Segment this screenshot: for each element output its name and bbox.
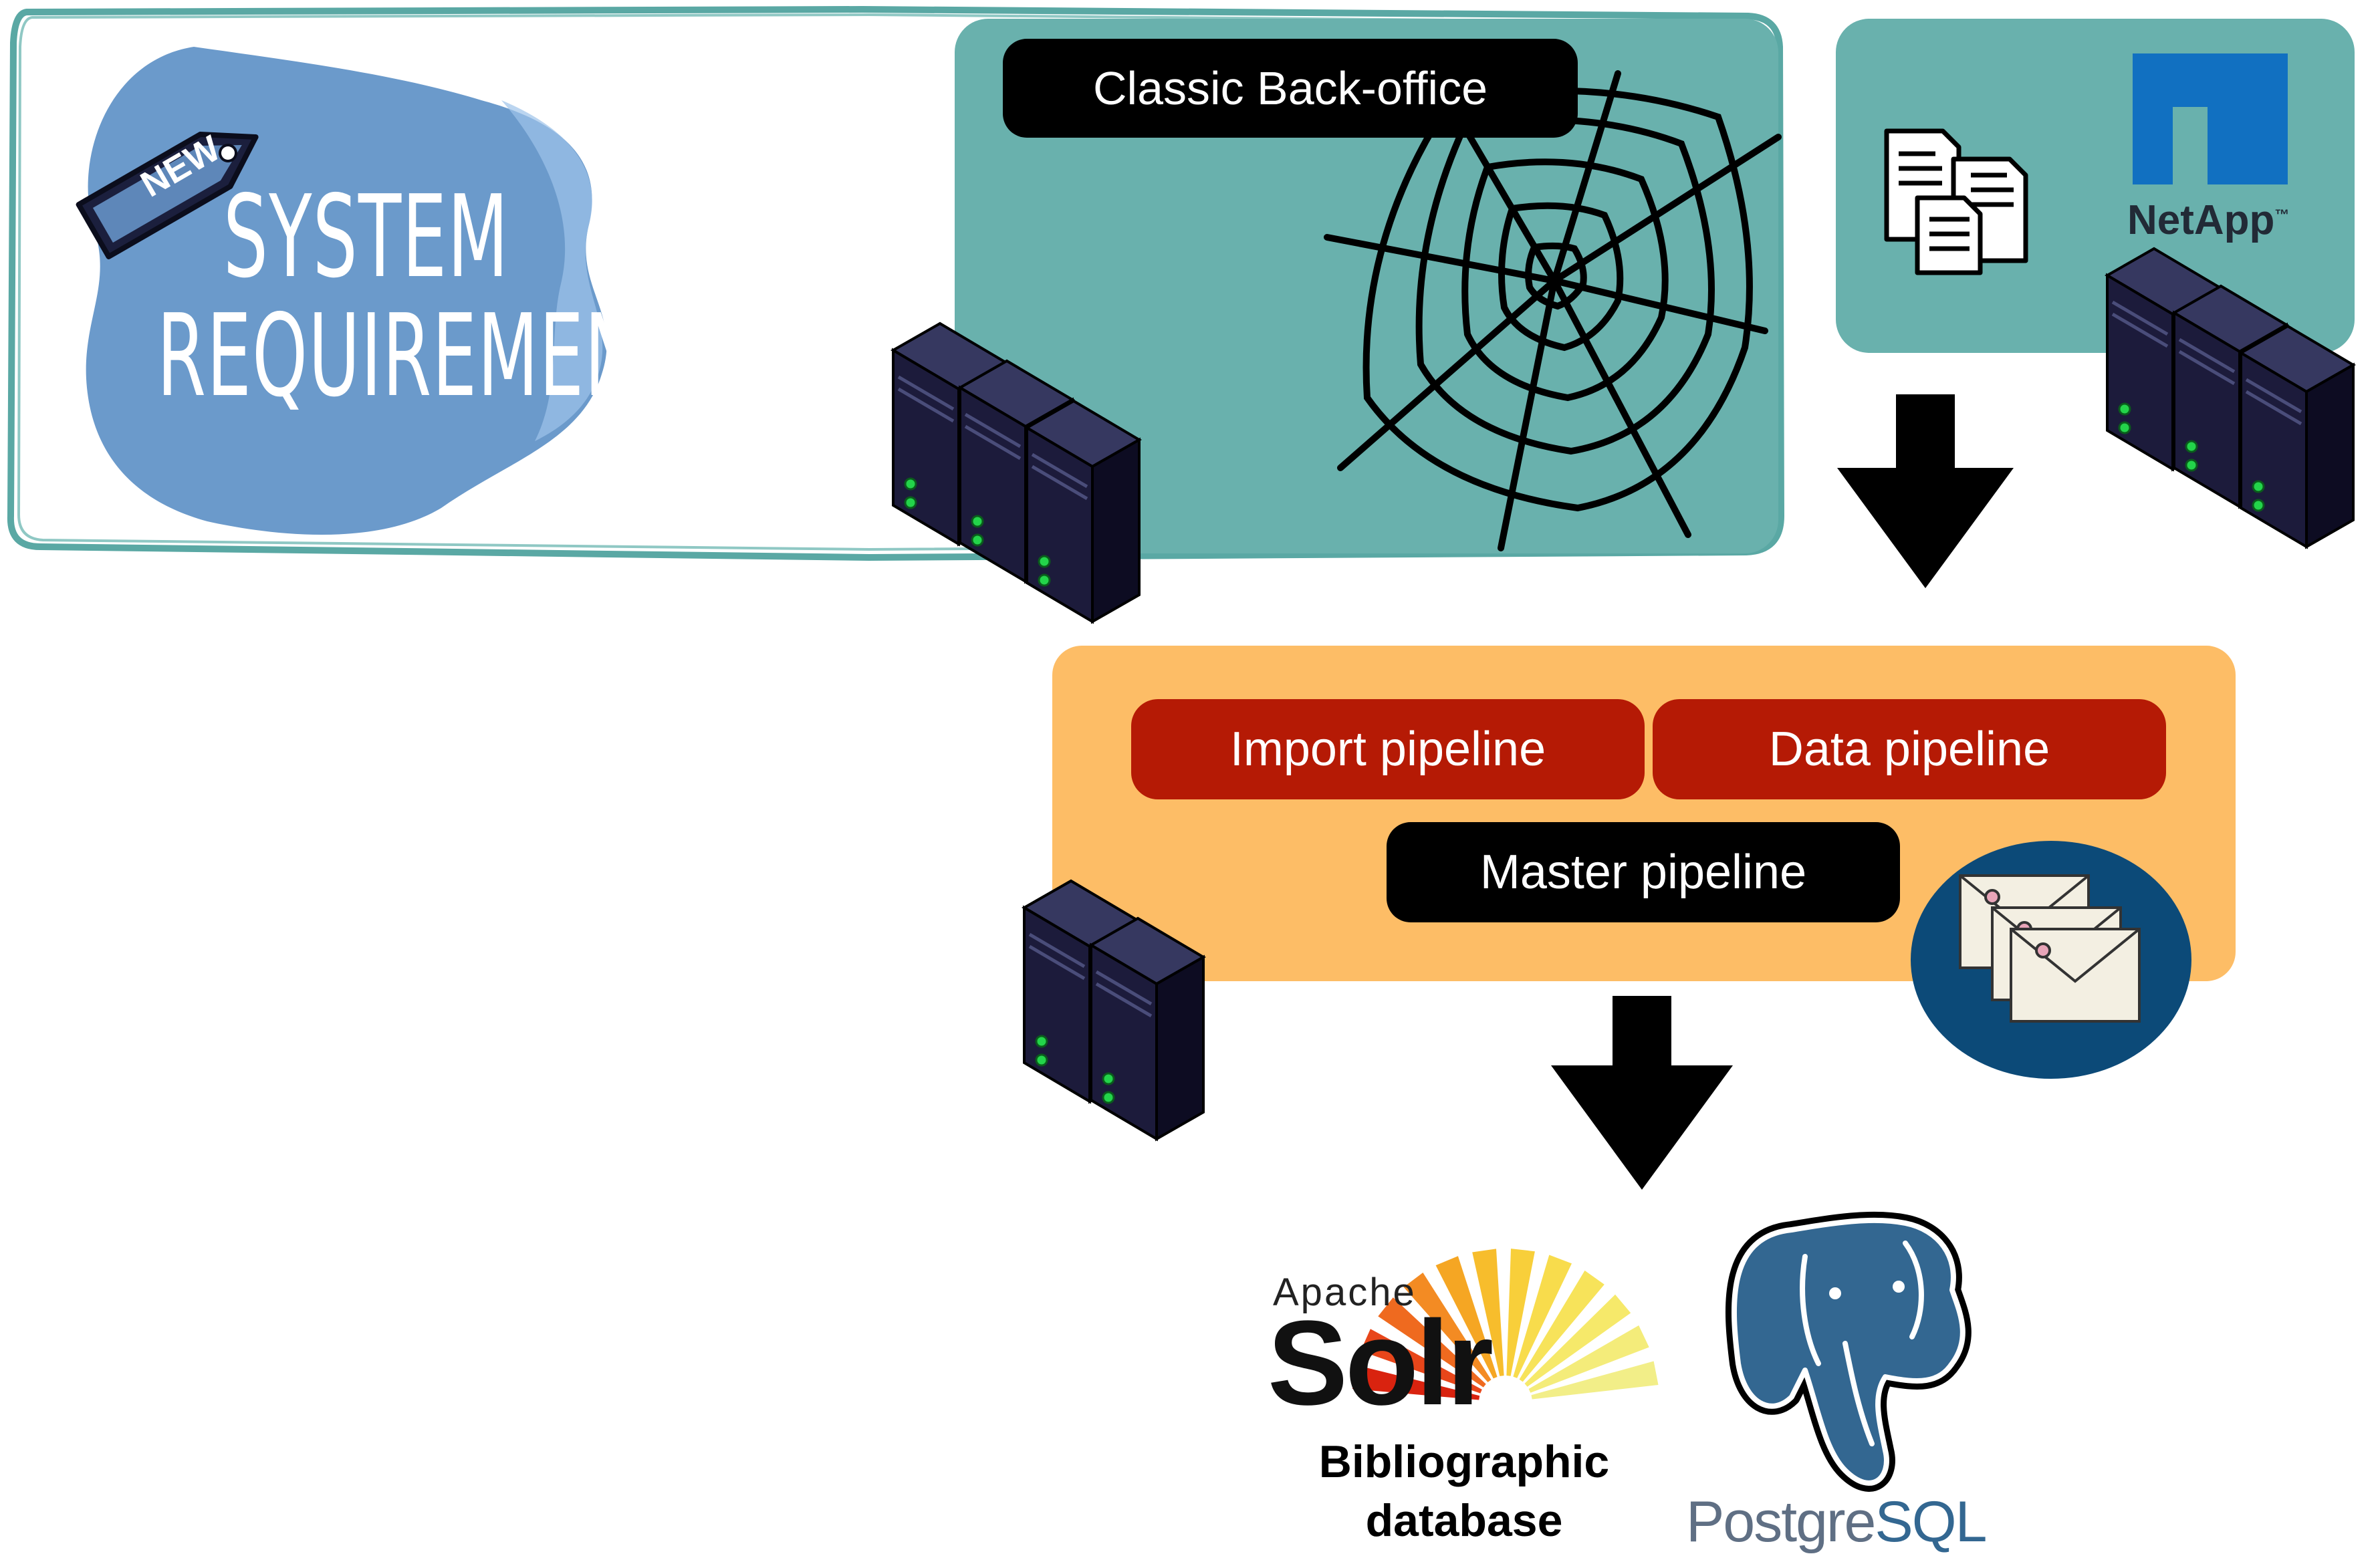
postgresql-elephant-icon (1726, 1211, 1972, 1492)
solr-ray (1352, 1365, 1480, 1400)
solr-ray (1528, 1325, 1649, 1393)
netapp-logo-icon (2133, 53, 2288, 184)
new-tag-icon (76, 132, 259, 259)
documents-icon (1884, 128, 2028, 275)
solr-caption-line1: Bibliographic (1318, 1436, 1610, 1487)
solr-ray (1435, 1256, 1498, 1379)
system-requirements-line2: REQUIREMENTS (156, 290, 728, 422)
postgresql-suffix: SQL (1875, 1490, 1987, 1554)
solr-ray (1378, 1297, 1486, 1388)
master-pipeline-label: Master pipeline (1387, 822, 1900, 922)
data-pipeline-label: Data pipeline (1653, 699, 2166, 799)
solr-ray (1524, 1294, 1631, 1387)
solr-ray (1403, 1273, 1492, 1382)
netapp-name: NetApp (2127, 197, 2275, 243)
solr-ray (1360, 1329, 1482, 1394)
solr-ray (1519, 1270, 1604, 1382)
postgresql-prefix: Postgre (1686, 1490, 1876, 1554)
solr-ray (1513, 1255, 1572, 1378)
solr-ray (1472, 1249, 1504, 1376)
solr-apache-text: Apache (1273, 1271, 1417, 1314)
back-office-label: Classic Back-office (1003, 39, 1578, 138)
mail-icon (1959, 874, 2141, 1023)
arrow-down-icon (1837, 394, 2014, 588)
postgresql-text: PostgreSQL (1686, 1489, 1987, 1555)
solr-name-text: Solr (1268, 1296, 1494, 1430)
netapp-trademark: ™ (2274, 206, 2290, 223)
solr-caption-line2: database (1365, 1495, 1563, 1546)
import-pipeline-label: Import pipeline (1131, 699, 1645, 799)
solr-sunburst-icon (1352, 1249, 1659, 1400)
solr-ray (1506, 1249, 1535, 1376)
spider-web-icon (1324, 70, 1782, 551)
solr-ray (1531, 1361, 1659, 1400)
system-requirements-line1: SYSTEM (223, 171, 509, 303)
requirements-blob-shade (501, 100, 603, 441)
back-office-box (955, 19, 1778, 553)
arrow-down-icon (1551, 996, 1733, 1190)
netapp-label: NetApp™ (2127, 197, 2289, 244)
